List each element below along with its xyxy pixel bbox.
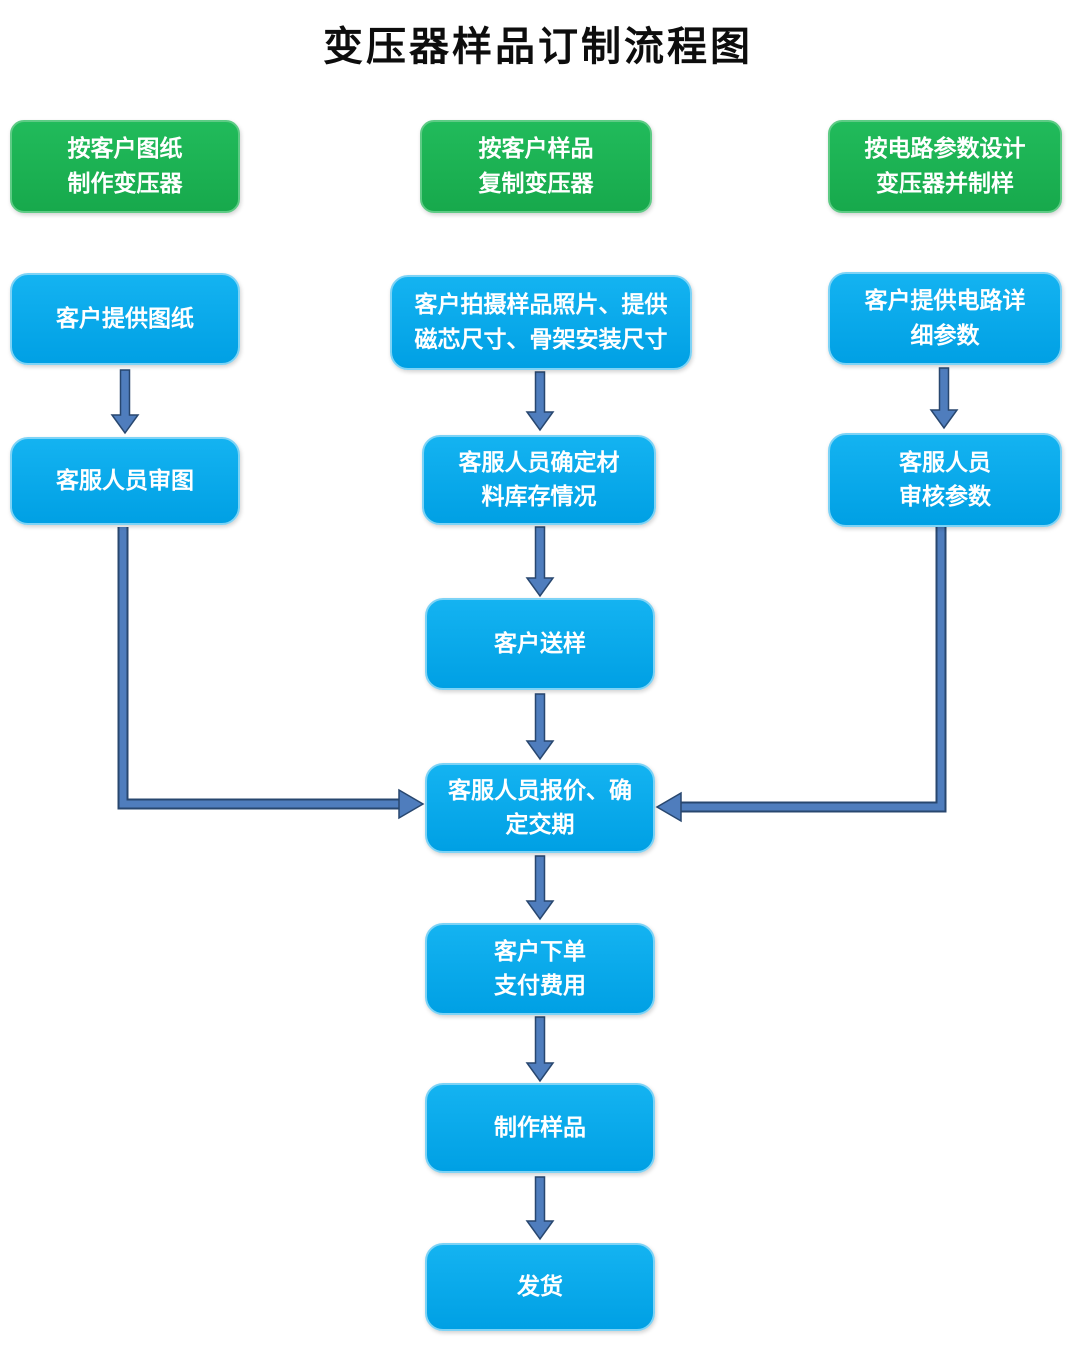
down-arrow-icon <box>525 1176 555 1241</box>
flowchart-title: 变压器样品订制流程图 <box>323 23 753 70</box>
right-elbow-connector <box>655 527 947 823</box>
node-service-review-drawing: 客服人员审图 <box>10 437 240 525</box>
left-elbow-connector <box>117 527 425 820</box>
down-arrow-icon <box>525 526 555 598</box>
node-customer-provides-drawing: 客户提供图纸 <box>10 273 240 365</box>
down-arrow-icon <box>525 855 555 921</box>
node-service-check-inventory: 客服人员确定材 料库存情况 <box>422 435 656 525</box>
node-service-review-parameters: 客服人员 审核参数 <box>828 433 1062 527</box>
node-ship-goods: 发货 <box>425 1243 655 1331</box>
node-customer-sample-photos: 客户拍摄样品照片、提供 磁芯尺寸、骨架安装尺寸 <box>390 275 692 370</box>
right-arrowhead-icon <box>398 788 425 820</box>
node-customer-circuit-parameters: 客户提供电路详 细参数 <box>828 272 1062 365</box>
left-arrowhead-icon <box>655 791 682 823</box>
down-arrow-icon <box>110 369 140 435</box>
node-path2-header: 按客户样品 复制变压器 <box>420 120 652 213</box>
node-customer-order-payment: 客户下单 支付费用 <box>425 923 655 1015</box>
node-path3-header: 按电路参数设计 变压器并制样 <box>828 120 1062 213</box>
node-customer-sends-sample: 客户送样 <box>425 598 655 690</box>
down-arrow-icon <box>525 1016 555 1083</box>
node-path1-header: 按客户图纸 制作变压器 <box>10 120 240 213</box>
down-arrow-icon <box>525 371 555 432</box>
node-make-sample: 制作样品 <box>425 1083 655 1173</box>
down-arrow-icon <box>929 367 959 430</box>
down-arrow-icon <box>525 693 555 761</box>
node-service-quote-delivery: 客服人员报价、确 定交期 <box>425 763 655 853</box>
